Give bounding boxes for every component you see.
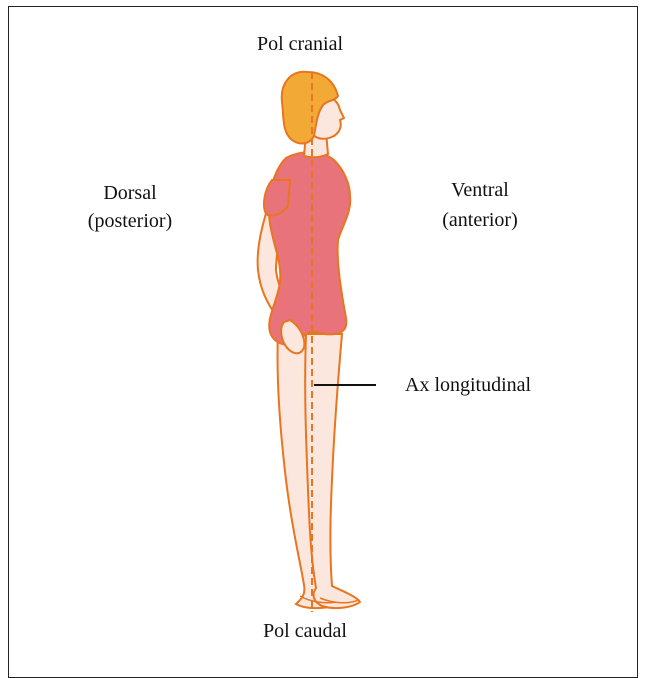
cranial-pole-label: Pol cranial <box>220 31 380 57</box>
caudal-pole-label: Pol caudal <box>225 618 385 644</box>
longitudinal-axis-label: Ax longitudinal <box>405 372 531 398</box>
ventral-label: Ventral <box>410 177 550 203</box>
dorsal-label: Dorsal <box>60 180 200 206</box>
legs <box>277 332 360 608</box>
anterior-label: (anterior) <box>410 207 550 233</box>
posterior-label: (posterior) <box>60 208 200 234</box>
front-leg <box>305 334 360 608</box>
